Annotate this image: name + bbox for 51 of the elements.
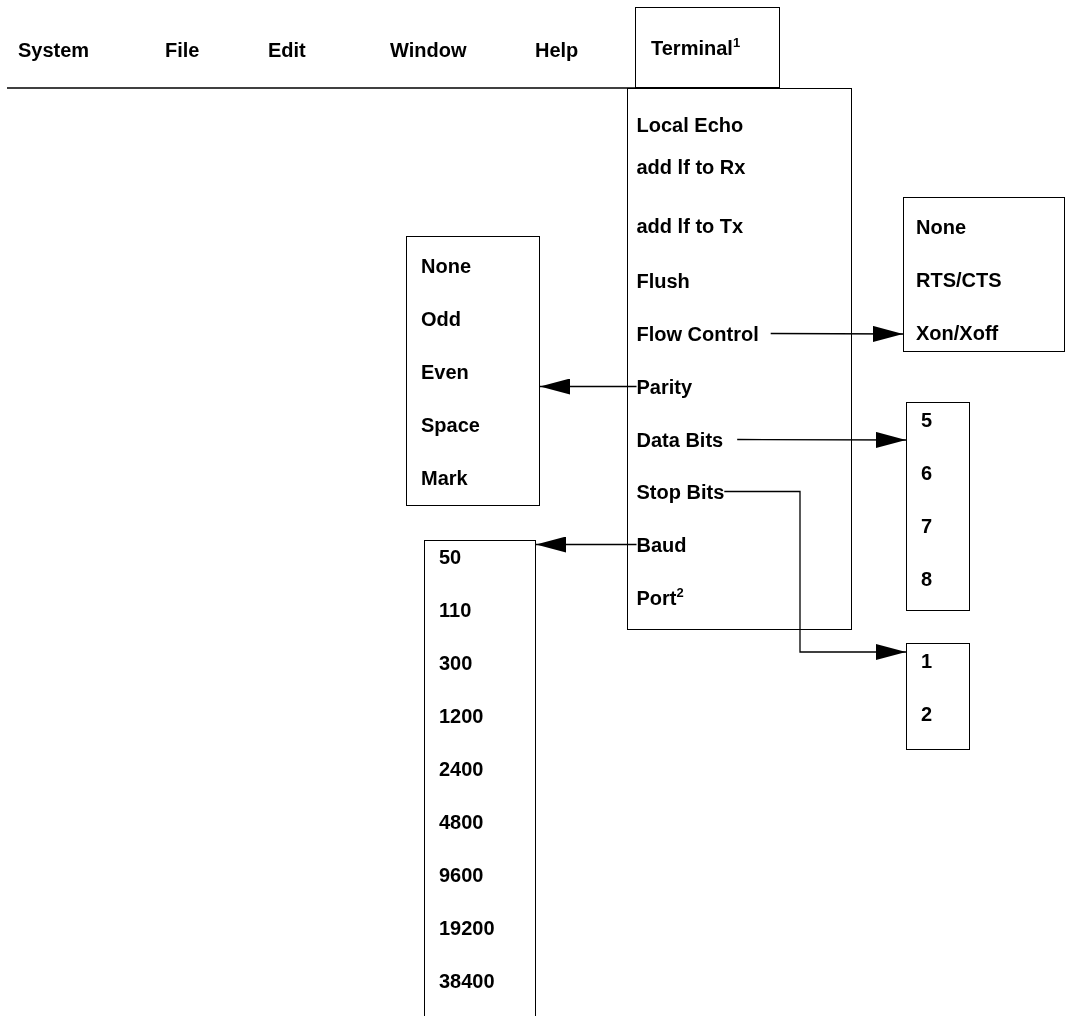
submenu-box <box>906 643 970 750</box>
menu-bar-item: Help <box>535 38 579 62</box>
arrow <box>539 378 638 395</box>
menu-option: Even <box>421 360 469 384</box>
menu-option: RTS/CTS <box>916 268 1002 292</box>
menu-tab <box>635 7 780 88</box>
menu-option: 8 <box>921 567 933 591</box>
menu-item: Flow Control <box>636 321 759 346</box>
menu-option: 2400 <box>439 757 484 781</box>
menu-item: Flush <box>636 268 690 293</box>
arrow <box>736 431 907 448</box>
submenu-box <box>406 236 540 506</box>
submenu-box <box>906 402 970 611</box>
menu-item: add lf to Rx <box>636 154 746 179</box>
menu-option: 9600 <box>439 863 484 887</box>
arrow <box>723 490 907 660</box>
menu-option: 300 <box>439 651 473 675</box>
menu-option: Xon/Xoff <box>916 321 999 345</box>
menu-option: None <box>421 254 471 278</box>
menu-option: 4800 <box>439 810 484 834</box>
menu-option: 7 <box>921 514 933 538</box>
menu-item: Stop Bits <box>636 479 725 504</box>
menu-item: Baud <box>636 532 687 557</box>
submenu-box <box>424 540 536 1016</box>
menu-option: Odd <box>421 307 461 331</box>
menu-option: 6 <box>921 461 933 485</box>
menu-bar-item: System <box>18 38 90 62</box>
menu-item: Port$^{2}$ <box>636 585 684 610</box>
menu-title: Terminal$^{1}$ <box>651 36 741 60</box>
arrow <box>535 536 638 553</box>
menu-option: Mark <box>421 466 468 490</box>
menu-option: 19200 <box>439 916 495 940</box>
menu-item: Data Bits <box>636 427 724 452</box>
menu-bar-item: File <box>165 38 200 62</box>
menu-bar-item: Edit <box>268 38 306 62</box>
menu-option: 2 <box>921 702 933 726</box>
menu-option: 50 <box>439 545 462 569</box>
menu-item: Local Echo <box>636 112 744 137</box>
dropdown-menu <box>627 88 852 630</box>
menu-option: 38400 <box>439 969 495 993</box>
menu-option: 110 <box>439 598 472 622</box>
menu-option: 1200 <box>439 704 484 728</box>
menu-item: Parity <box>636 374 693 399</box>
menu-option: Space <box>421 413 480 437</box>
menu-item: add lf to Tx <box>636 213 744 238</box>
menu-option: None <box>916 215 966 239</box>
submenu-box <box>903 197 1065 352</box>
menu-option: 5 <box>921 408 933 432</box>
arrow <box>770 325 904 342</box>
menu-bar-item: Window <box>390 38 467 62</box>
menu-option: 1 <box>921 649 933 673</box>
